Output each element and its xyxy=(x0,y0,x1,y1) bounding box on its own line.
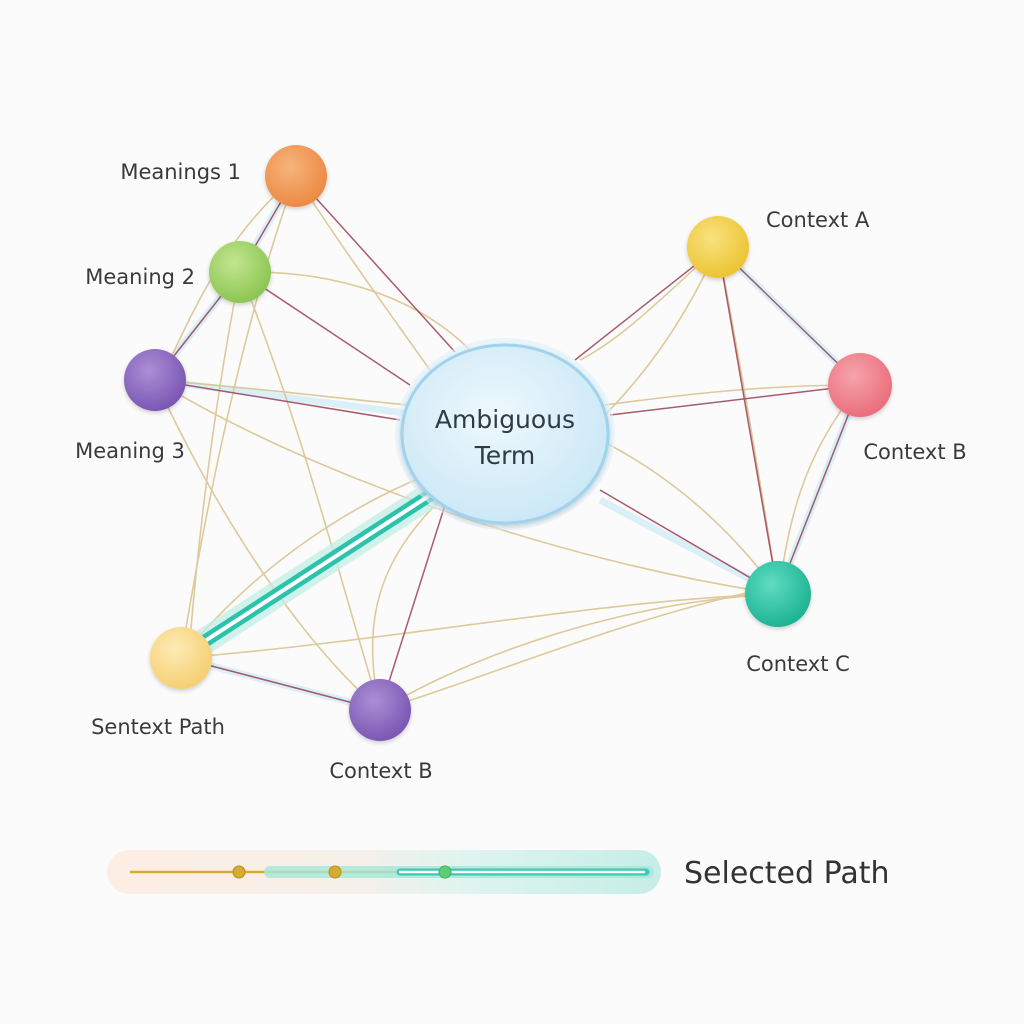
node-sentext-path[interactable] xyxy=(150,627,212,689)
node-label-sentext-path: Sentext Path xyxy=(91,715,225,739)
node-context-b-lower[interactable] xyxy=(349,679,411,741)
node-label-context-c: Context C xyxy=(746,652,850,676)
legend-label: Selected Path xyxy=(684,856,890,891)
node-meaning-2[interactable] xyxy=(209,241,271,303)
legend-dot-3 xyxy=(438,865,452,879)
node-label-meaning-1: Meanings 1 xyxy=(120,160,241,184)
node-label-meaning-2: Meaning 2 xyxy=(85,265,195,289)
node-meaning-1[interactable] xyxy=(265,145,327,207)
legend-dot-1 xyxy=(232,865,246,879)
node-label-context-b-lower: Context B xyxy=(329,759,432,783)
center-node-label-line2: Term xyxy=(474,441,536,470)
selected-path-edge xyxy=(175,477,451,665)
legend-dot-2 xyxy=(328,865,342,879)
center-node-ambiguous-term[interactable]: Ambiguous Term xyxy=(395,338,615,530)
center-node-label-line1: Ambiguous xyxy=(435,405,575,434)
node-label-context-b: Context B xyxy=(863,440,966,464)
node-context-a[interactable] xyxy=(687,216,749,278)
node-label-context-a: Context A xyxy=(766,208,870,232)
node-label-meaning-3: Meaning 3 xyxy=(75,439,185,463)
legend-selected-path: Selected Path xyxy=(107,850,890,894)
node-meaning-3[interactable] xyxy=(124,349,186,411)
node-context-b[interactable] xyxy=(828,353,892,417)
node-context-c[interactable] xyxy=(745,561,811,627)
